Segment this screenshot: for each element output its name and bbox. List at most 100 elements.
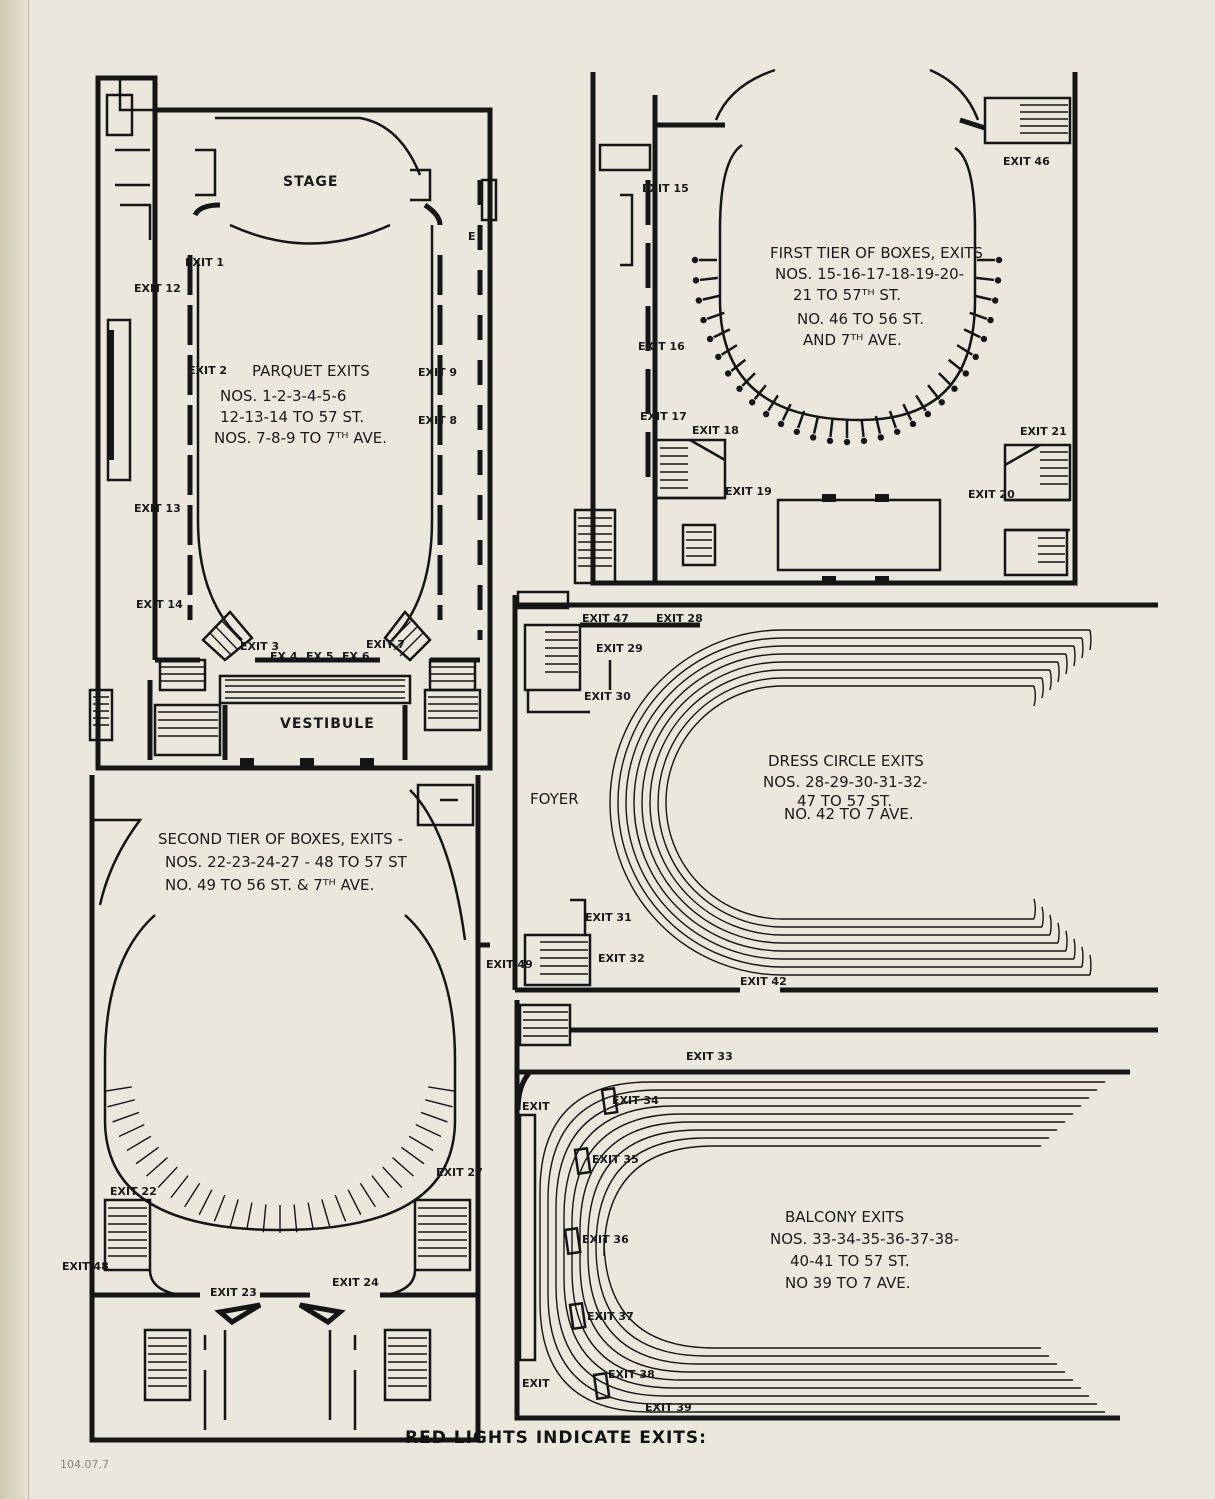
parquet-exits-line2: 12-13-14 TO 57 ST. xyxy=(220,408,364,426)
balcony-exit-door xyxy=(600,1086,619,1116)
dress-circle-title-3: 47 TO 57 ST. xyxy=(797,792,892,810)
box-partition xyxy=(213,1194,226,1222)
box-door-marker xyxy=(894,428,901,435)
box-partition xyxy=(245,1202,253,1231)
box-partition xyxy=(947,358,964,372)
exit-18-label: EXIT 18 xyxy=(692,424,739,437)
exit-29-label: EXIT 29 xyxy=(596,642,643,655)
exit-e-label: E xyxy=(468,230,476,243)
pencil-note: 104.07.7 xyxy=(60,1458,109,1471)
parquet-plan xyxy=(88,75,498,771)
balcony-title-3: 40-41 TO 57 ST. xyxy=(790,1252,910,1270)
seat-row xyxy=(571,1113,1073,1381)
exit-46-label: EXIT 46 xyxy=(1003,155,1050,168)
balcony-title-4: NO 39 TO 7 AVE. xyxy=(785,1274,911,1292)
box-partition xyxy=(781,403,792,421)
exit-9-label: EXIT 9 xyxy=(418,366,457,379)
box-partition xyxy=(927,384,941,400)
box-partition xyxy=(702,294,721,301)
box-partition xyxy=(198,1189,213,1216)
box-door-marker xyxy=(695,297,703,304)
box-door-marker xyxy=(706,335,714,343)
box-partition xyxy=(713,328,731,339)
exit-23-label: EXIT 23 xyxy=(210,1286,257,1299)
row-end xyxy=(1049,669,1052,691)
box-door-marker xyxy=(715,353,722,361)
box-partition xyxy=(963,328,981,339)
box-door-marker xyxy=(860,437,868,445)
exit-8-label: EXIT 8 xyxy=(418,414,457,427)
balcony-exit-lower-label: EXIT xyxy=(522,1377,550,1390)
box-partition xyxy=(157,1166,178,1188)
exit-21-label: EXIT 21 xyxy=(1020,425,1067,438)
box-partition xyxy=(699,276,718,282)
exit-34-label: EXIT 34 xyxy=(612,1094,659,1107)
box-partition xyxy=(829,418,834,438)
box-partition xyxy=(888,410,898,429)
second-tier-title-2: NOS. 22-23-24-27 - 48 TO 57 ST xyxy=(165,853,408,871)
box-partition xyxy=(118,1123,145,1138)
box-door-marker xyxy=(777,420,785,428)
exit-6-label: EX 6 xyxy=(342,650,370,663)
box-partition xyxy=(938,372,953,387)
first-tier-title-4: NO. 46 TO 56 ST. xyxy=(797,310,924,328)
box-door-marker xyxy=(995,256,1003,264)
exit-15-label: EXIT 15 xyxy=(642,182,689,195)
seat-row xyxy=(603,1145,1041,1349)
dress-circle-title-4: NO. 42 TO 7 AVE. xyxy=(784,805,914,823)
foyer-label: FOYER xyxy=(530,790,579,808)
row-end xyxy=(1033,685,1037,707)
box-door-marker xyxy=(951,385,958,392)
exit-47-label: EXIT 47 xyxy=(582,612,629,625)
box-door-marker xyxy=(994,277,1002,284)
box-partition xyxy=(860,418,865,438)
seat-row xyxy=(665,685,1034,920)
first-tier-title-2: NOS. 15-16-17-18-19-20- xyxy=(775,265,964,283)
box-partition xyxy=(229,1199,239,1227)
dress-circle-title-1: DRESS CIRCLE EXITS xyxy=(768,752,924,770)
exit-38-label: EXIT 38 xyxy=(608,1368,655,1381)
box-partition xyxy=(126,1135,152,1152)
box-door-marker xyxy=(924,410,932,418)
vestibule-label: VESTIBULE xyxy=(280,716,375,732)
box-partition xyxy=(392,1157,414,1177)
row-end xyxy=(1081,637,1084,659)
box-door-marker xyxy=(749,399,756,406)
box-partition xyxy=(956,344,973,356)
exit-7-label: EXIT 7 xyxy=(366,638,405,651)
box-door-marker xyxy=(724,370,732,377)
box-door-marker xyxy=(692,277,700,284)
box-door-marker xyxy=(987,316,994,324)
exit-33-label: EXIT 33 xyxy=(686,1050,733,1063)
box-partition xyxy=(184,1182,201,1208)
second-tier-title-3: NO. 49 TO 56 ST. & 7ᵀᴴ AVE. xyxy=(165,876,374,894)
balcony-exit-upper-label: EXIT xyxy=(522,1100,550,1113)
exit-4-label: EX 4 xyxy=(270,650,298,663)
row-end xyxy=(1057,661,1060,683)
row-end xyxy=(1033,898,1037,920)
row-end xyxy=(1065,930,1068,952)
box-partition xyxy=(415,1123,442,1138)
box-door-marker xyxy=(962,370,970,377)
box-partition xyxy=(902,403,913,421)
box-partition xyxy=(706,311,725,320)
stage-label: STAGE xyxy=(283,174,338,190)
box-partition xyxy=(741,372,756,387)
box-partition xyxy=(293,1204,298,1233)
box-partition xyxy=(135,1146,160,1165)
box-partition xyxy=(428,1086,456,1092)
row-end xyxy=(1041,677,1044,699)
footer-caption: RED LIGHTS INDICATE EXITS: xyxy=(405,1428,707,1448)
box-partition xyxy=(321,1199,331,1227)
box-partition xyxy=(973,294,992,301)
exit-37-label: EXIT 37 xyxy=(587,1310,634,1323)
dress-circle-title-2: NOS. 28-29-30-31-32- xyxy=(763,773,928,791)
parquet-exits-title: PARQUET EXITS xyxy=(252,362,370,380)
row-end xyxy=(1049,914,1052,936)
box-door-marker xyxy=(843,438,851,446)
exit-16-label: EXIT 16 xyxy=(638,340,685,353)
balcony-exit-door xyxy=(568,1301,587,1331)
second-tier-box-lines xyxy=(104,1086,456,1233)
dress-circle-plan xyxy=(512,590,1158,993)
exit-32-label: EXIT 32 xyxy=(598,952,645,965)
